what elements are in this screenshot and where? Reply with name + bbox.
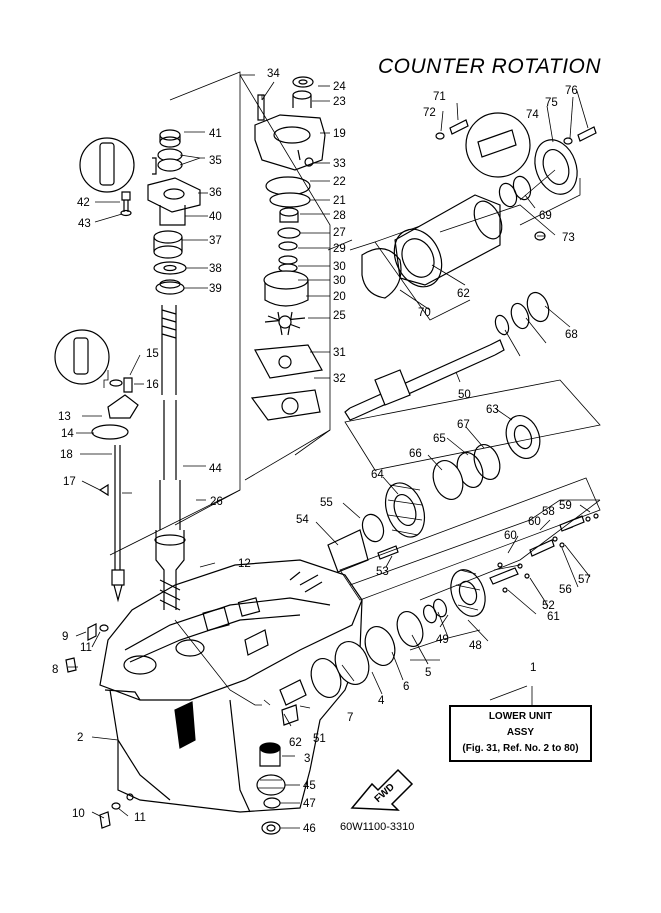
drawing-code: 60W1100-3310 <box>340 821 415 833</box>
callout-label: 44 <box>209 463 222 475</box>
callout-label: 22 <box>333 176 346 188</box>
reference-line-1: LOWER UNIT <box>488 711 553 722</box>
callout-label: 60 <box>504 530 517 542</box>
callout-label: 50 <box>458 389 471 401</box>
leader-lines <box>103 71 601 706</box>
callout-label: 76 <box>565 85 578 97</box>
reference-line-3: (Fig. 31, Ref. No. 2 to 80) <box>462 743 579 754</box>
callout-label: 30 <box>333 261 346 273</box>
callout-label: 49 <box>436 634 449 646</box>
callout-label: 55 <box>320 497 333 509</box>
callout-label: 19 <box>333 128 346 140</box>
callout-label: 58 <box>542 506 555 518</box>
callout-label: 24 <box>333 81 346 93</box>
callout-label: 31 <box>333 347 346 359</box>
callout-label: 74 <box>526 109 539 121</box>
callout-label: 64 <box>371 469 384 481</box>
callout-label: 16 <box>146 379 159 391</box>
callout-label: 3 <box>304 753 310 765</box>
callout-label: 25 <box>333 310 346 322</box>
callout-label: 18 <box>60 449 73 461</box>
callout-label: 32 <box>333 373 346 385</box>
callout-label: 15 <box>146 348 159 360</box>
drive-shaft-assembly <box>79 129 201 611</box>
callout-label: 38 <box>209 263 222 275</box>
callout-label: 43 <box>78 218 91 230</box>
callout-label: 28 <box>333 210 346 222</box>
callout-label: 39 <box>209 283 222 295</box>
water-pump-assembly <box>250 76 326 421</box>
callout-label: 8 <box>52 664 58 676</box>
callout-label: 40 <box>209 211 222 223</box>
callout-label: 30 <box>333 275 346 287</box>
callout-label: 52 <box>542 600 555 612</box>
fwd-arrow-icon <box>350 768 414 811</box>
callout-label: 66 <box>409 448 422 460</box>
callout-label: 6 <box>403 681 409 693</box>
callout-label: 11 <box>80 642 92 654</box>
shift-rod-assembly <box>54 329 139 829</box>
diagram-title: COUNTER ROTATION <box>378 55 602 78</box>
callout-label: 33 <box>333 158 346 170</box>
callout-label: 71 <box>433 91 446 103</box>
callout-label: 27 <box>333 227 346 239</box>
callout-label: 7 <box>347 712 353 724</box>
callout-label: 34 <box>267 68 280 80</box>
callout-label: 9 <box>62 631 68 643</box>
callout-label: 62 <box>457 288 470 300</box>
callout-label: 70 <box>418 307 431 319</box>
callout-label: 56 <box>559 584 572 596</box>
callout-label: 63 <box>486 404 499 416</box>
callout-label: 46 <box>303 823 316 835</box>
callout-label: 11 <box>134 812 146 824</box>
callout-label: 4 <box>378 695 385 707</box>
callout-label: 75 <box>545 97 558 109</box>
callout-label: 59 <box>559 500 572 512</box>
callout-label: 12 <box>238 558 251 570</box>
callout-label: 57 <box>578 574 591 586</box>
callout-label: 72 <box>423 107 436 119</box>
callout-label: 35 <box>209 155 222 167</box>
callout-label: 1 <box>530 662 536 674</box>
callout-leaders <box>68 81 591 829</box>
callout-label: 67 <box>457 419 470 431</box>
callout-label: 53 <box>376 566 389 578</box>
callout-label: 20 <box>333 291 346 303</box>
callout-label: 48 <box>469 640 482 652</box>
callout-label: 21 <box>333 195 346 207</box>
callout-label: 2 <box>77 732 83 744</box>
callout-label: 14 <box>61 428 74 440</box>
callout-label: 42 <box>77 197 90 209</box>
callout-label: 61 <box>547 611 560 623</box>
callout-label: 26 <box>210 496 223 508</box>
callout-label: 5 <box>425 667 431 679</box>
callout-label: 62 <box>289 737 302 749</box>
callout-label: 29 <box>333 243 346 255</box>
callout-label: 73 <box>562 232 575 244</box>
part-number-labels: 1234567891011111213141516171819202122232… <box>52 68 591 835</box>
callout-label: 37 <box>209 235 222 247</box>
callout-label: 41 <box>209 128 222 140</box>
callout-label: 68 <box>565 329 578 341</box>
callout-label: 51 <box>313 733 326 745</box>
callout-label: 45 <box>303 780 316 792</box>
callout-label: 54 <box>296 514 309 526</box>
reference-line-2: ASSY <box>506 727 535 738</box>
callout-label: 23 <box>333 96 346 108</box>
callout-label: 13 <box>58 411 71 423</box>
callout-label: 65 <box>433 433 446 445</box>
callout-label: 60 <box>528 516 541 528</box>
propeller-shaft-assembly <box>256 112 599 835</box>
callout-label: 10 <box>72 808 85 820</box>
reference-box: LOWER UNIT ASSY (Fig. 31, Ref. No. 2 to … <box>449 705 592 762</box>
callout-label: 17 <box>63 476 76 488</box>
callout-label: 47 <box>303 798 316 810</box>
callout-label: 69 <box>539 210 552 222</box>
callout-label: 36 <box>209 187 222 199</box>
lower-unit-case <box>99 559 363 813</box>
